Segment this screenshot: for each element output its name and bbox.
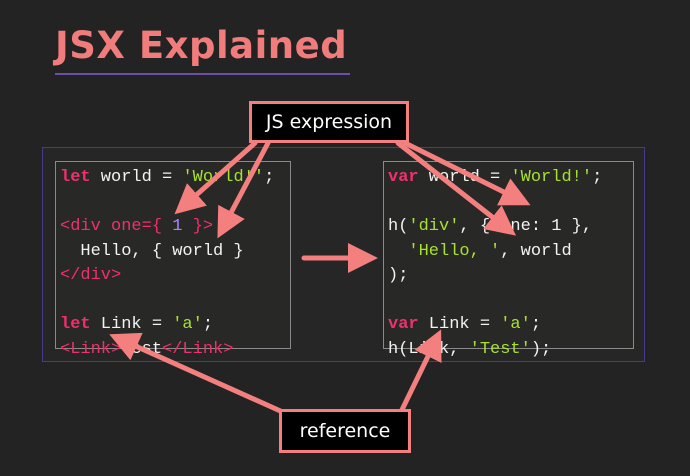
code-line-8: h(Link, 'Test'); [388, 339, 552, 359]
code-line-6 [388, 291, 398, 310]
code-line-5: </div> [60, 266, 122, 285]
code-line-1: let world = 'World!'; [60, 168, 275, 187]
code-line-6 [60, 291, 70, 310]
compiled-code-panel: var world = 'World!'; h('div', { one: 1 … [383, 161, 634, 359]
code-line-7: let Link = 'a'; [60, 315, 214, 334]
title-underline [55, 73, 350, 75]
code-line-1: var world = 'World!'; [388, 168, 603, 187]
code-line-3: <div one={ 1 }> [60, 217, 214, 236]
page-title: JSX Explained [55, 24, 348, 67]
code-line-8: <Link>Test</Link> [60, 339, 234, 359]
reference-label: reference [279, 409, 411, 453]
js-expression-label: JS expression [249, 101, 409, 143]
code-line-7: var Link = 'a'; [388, 315, 542, 334]
jsx-code-panel: let world = 'World!'; <div one={ 1 }> He… [55, 161, 291, 359]
code-line-4: Hello, { world } [60, 241, 244, 261]
code-line-5: ); [388, 266, 409, 285]
code-line-2 [60, 193, 70, 212]
code-line-3: h('div', { one: 1 }, [388, 217, 593, 236]
code-line-2 [388, 193, 398, 212]
code-line-4: 'Hello, ', world [408, 241, 572, 261]
